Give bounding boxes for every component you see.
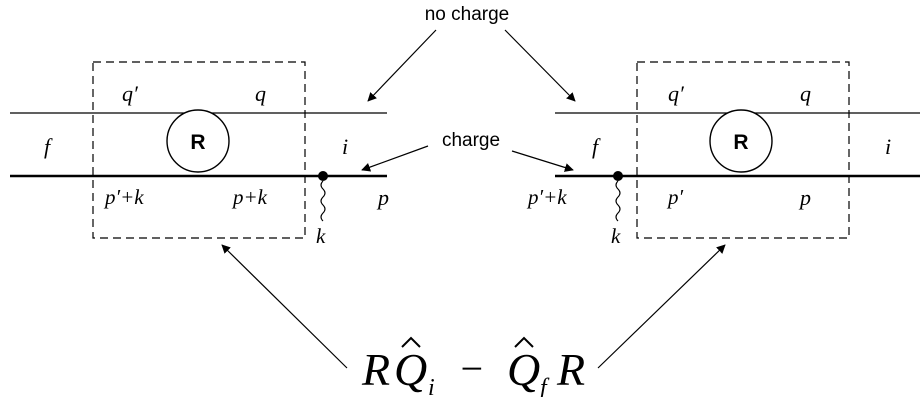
left-photon-line [320,180,326,222]
no-charge-arrow-right [504,29,576,102]
left-label-i: i [342,134,348,159]
right-label-R: R [733,131,748,154]
left-label-q-prime: q′ [122,81,139,106]
right-label-q-prime: q′ [668,81,685,106]
right-diagram: q′ q f R i p′+k p′ p k [526,61,920,248]
right-label-p-prime-k: p′+k [526,185,567,209]
right-label-p: p [798,185,811,210]
right-vertex-dot [613,171,623,181]
right-label-k: k [611,224,621,248]
formula-R-right: R [556,344,585,395]
formula-hat-i [401,336,421,348]
left-label-p-prime-k: p′+k [103,185,144,209]
formula: R Q i − Q f R [361,336,585,397]
formula-sub-i: i [428,375,435,397]
right-dashed-box [636,61,850,239]
left-vertex-dot [318,171,328,181]
right-R-circle [709,109,773,173]
formula-hat-f [514,336,534,348]
left-label-k: k [316,224,326,248]
left-R-circle [166,109,230,173]
left-label-p-k: p+k [231,185,268,209]
left-label-p: p [376,185,389,210]
right-label-q: q [800,81,811,106]
formula-sub-f: f [540,375,550,397]
left-label-f: f [44,134,53,159]
left-diagram: q′ q f R i p′+k p+k p k [10,61,389,248]
formula-R-left: R [361,344,390,395]
left-label-R: R [190,131,205,154]
right-label-p-prime: p′ [666,185,684,209]
charge-arrow-right [511,150,574,172]
formula-arrow-right [597,244,726,369]
left-dashed-box [92,61,306,239]
no-charge-arrow-left [367,29,437,102]
charge-label: charge [442,130,500,151]
formula-minus: − [458,346,485,391]
right-label-i: i [885,134,891,159]
left-label-q: q [255,81,266,106]
no-charge-label: no charge [425,4,510,25]
right-label-f: f [592,134,601,159]
right-photon-line [615,180,621,222]
charge-arrow-left [361,145,429,172]
formula-Q-i: Q [394,344,427,395]
formula-Q-f: Q [507,344,540,395]
formula-arrow-left [221,244,348,369]
